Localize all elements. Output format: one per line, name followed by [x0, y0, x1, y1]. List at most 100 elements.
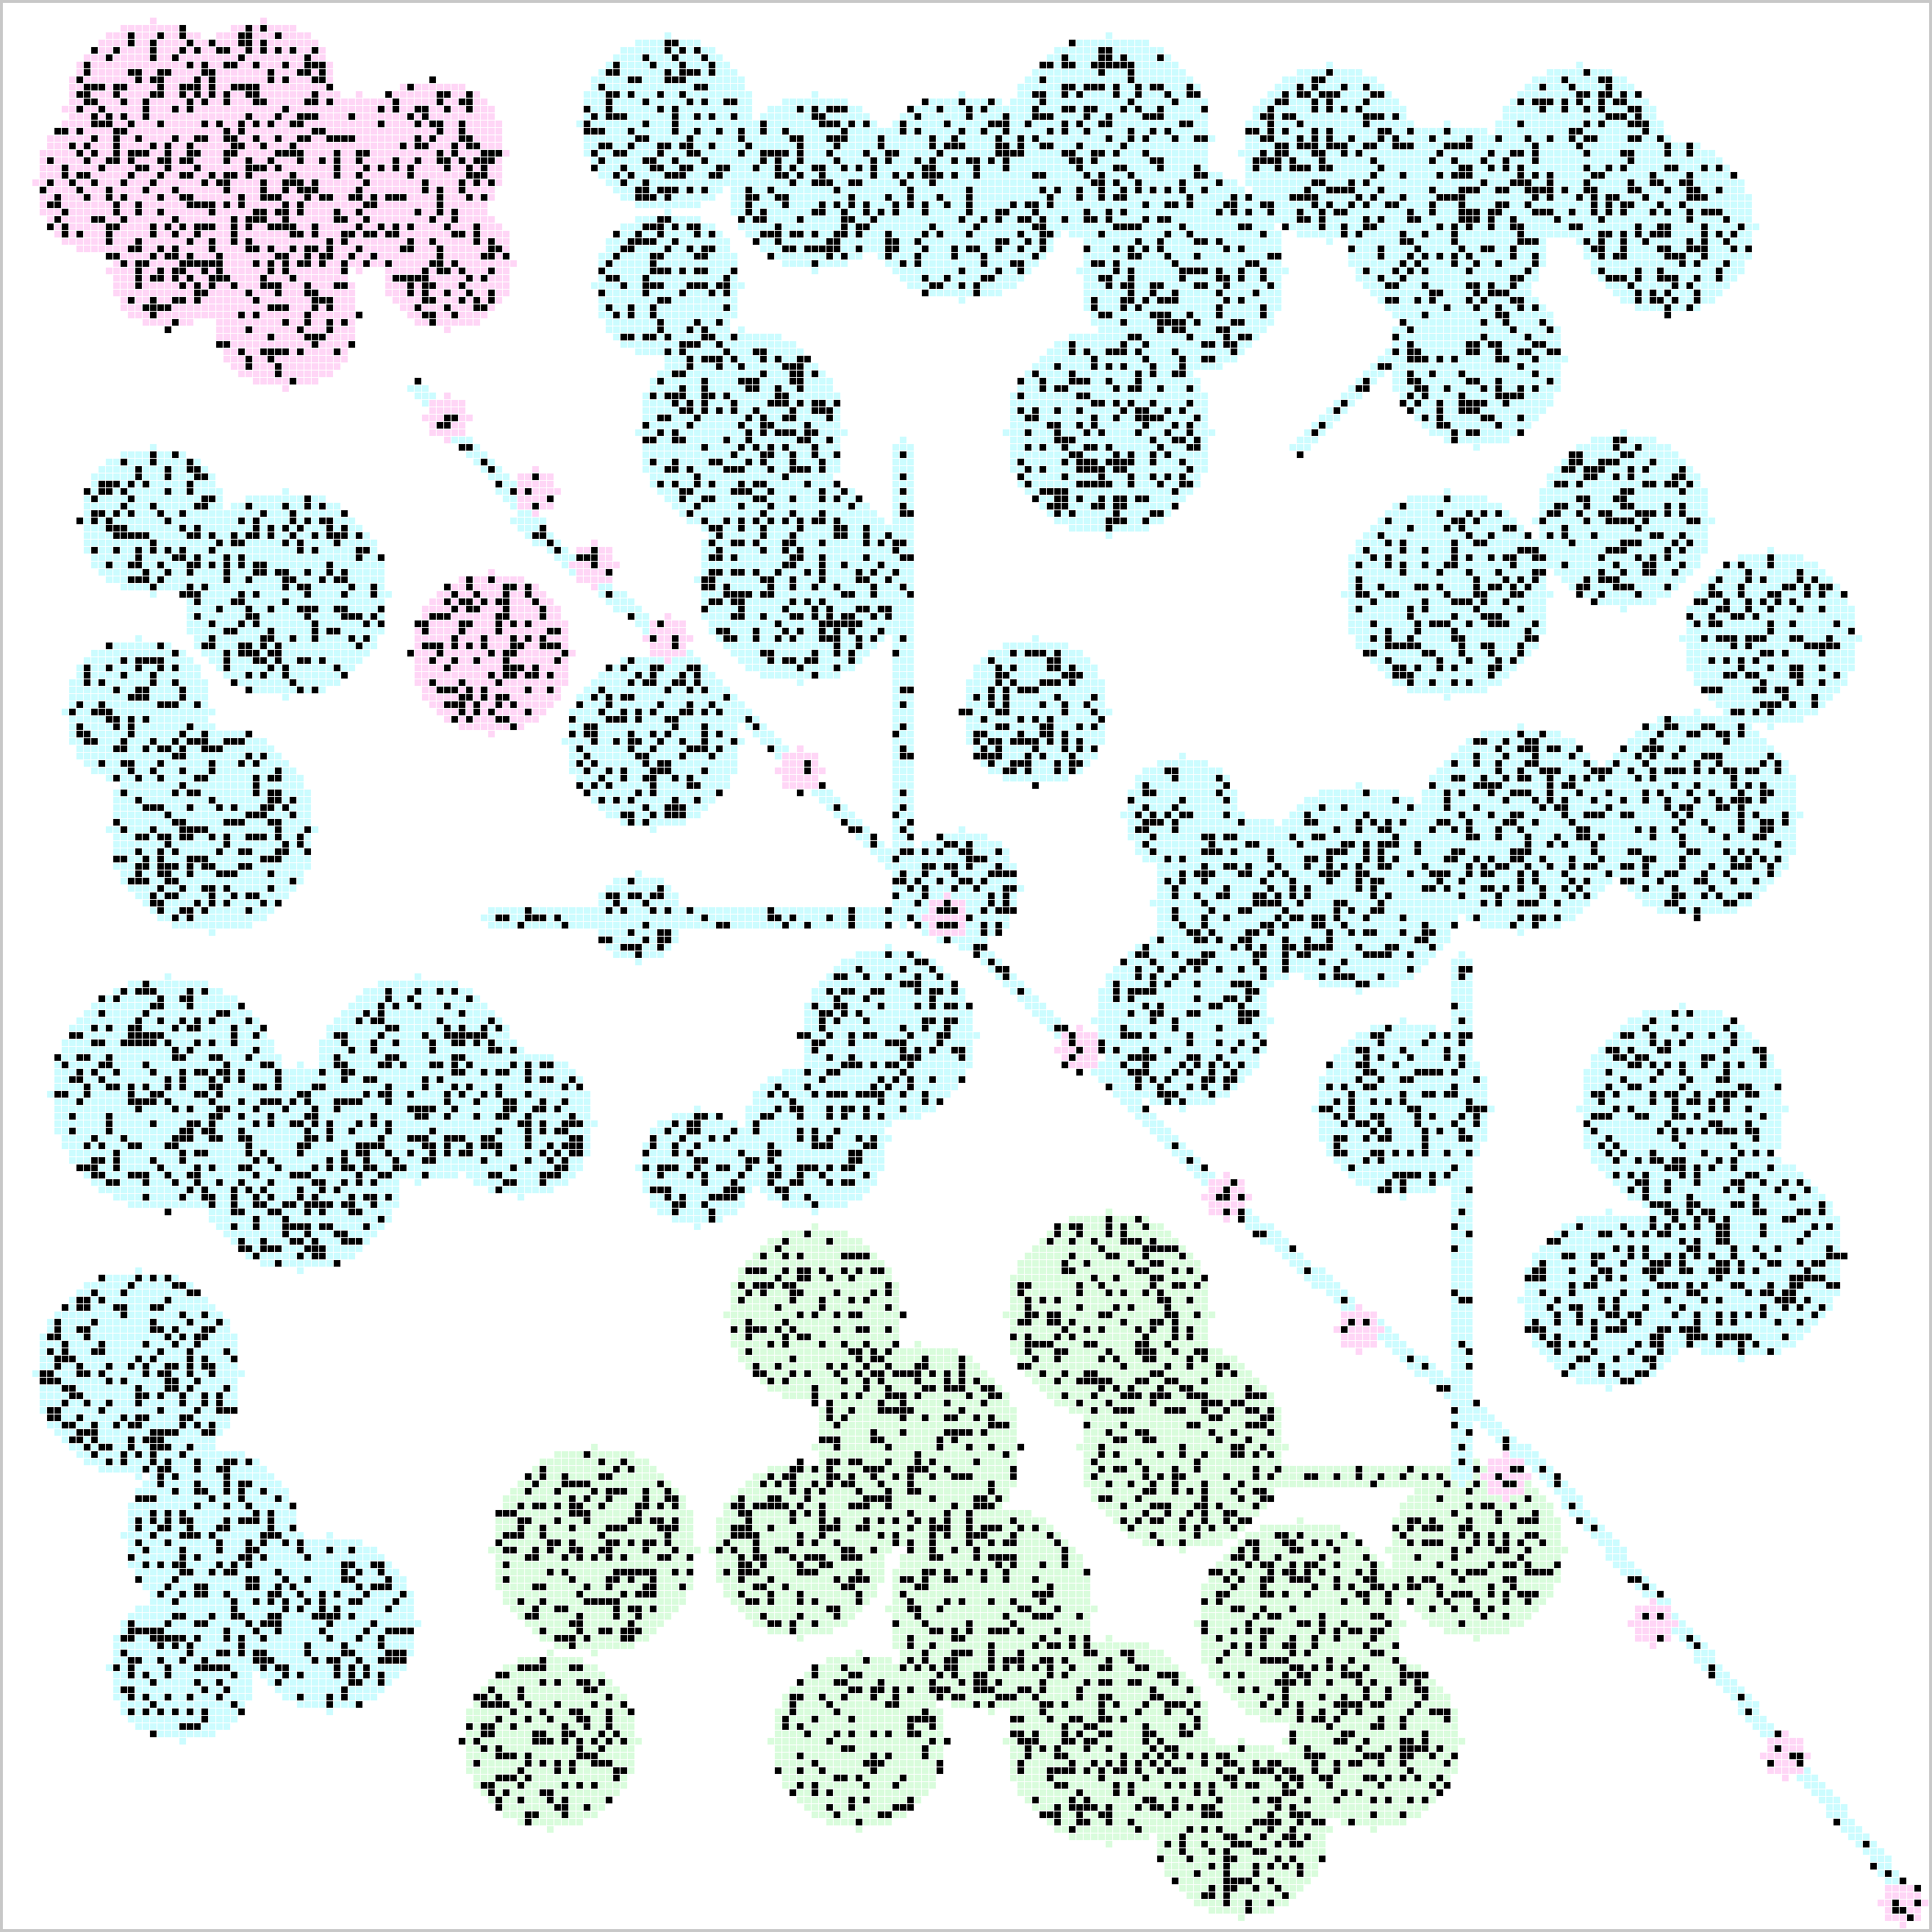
region-cell	[282, 69, 289, 76]
region-cell	[973, 187, 980, 193]
region-cell	[216, 223, 223, 230]
region-cell	[334, 231, 340, 237]
region-cell	[319, 113, 326, 120]
region-cell	[429, 165, 436, 171]
region-cell	[106, 165, 112, 171]
region-cell	[1194, 231, 1201, 237]
region-cell	[1194, 194, 1201, 201]
region-cell	[1672, 231, 1678, 237]
region-cell	[1334, 128, 1340, 135]
region-cell	[290, 40, 296, 46]
region-cell	[150, 209, 157, 215]
region-cell	[1267, 246, 1274, 252]
region-cell	[1172, 128, 1178, 135]
region-cell	[1444, 216, 1450, 223]
region-cell	[1370, 187, 1377, 193]
region-cell	[209, 179, 215, 186]
region-cell	[1495, 172, 1502, 179]
region-cell	[1003, 201, 1009, 208]
region-cell	[1128, 91, 1134, 98]
region-cell	[150, 18, 157, 24]
region-cell	[1584, 246, 1590, 252]
region-cell	[1025, 246, 1031, 252]
region-cell	[341, 172, 348, 179]
region-cell	[47, 143, 54, 149]
region-cell	[1503, 172, 1509, 179]
region-cell	[76, 201, 83, 208]
region-cell	[1319, 135, 1325, 142]
region-cell	[128, 194, 135, 201]
region-cell	[40, 165, 46, 171]
region-cell	[892, 194, 899, 201]
region-cell	[62, 106, 68, 112]
region-cell	[40, 194, 46, 201]
region-cell	[1010, 246, 1017, 252]
region-cell	[988, 143, 995, 149]
region-cell	[745, 157, 752, 164]
region-cell	[1613, 143, 1620, 149]
region-cell	[856, 106, 862, 112]
region-cell	[495, 179, 502, 186]
region-cell	[856, 150, 862, 157]
region-cell	[319, 84, 326, 90]
region-cell	[1370, 76, 1377, 83]
region-cell	[1054, 223, 1061, 230]
region-cell	[981, 194, 987, 201]
region-cell	[679, 128, 686, 135]
region-cell	[1267, 216, 1274, 223]
region-cell	[415, 172, 421, 179]
region-cell	[348, 187, 355, 193]
region-cell	[731, 187, 737, 193]
region-cell	[1040, 194, 1046, 201]
region-cell	[1003, 223, 1009, 230]
region-cell	[1172, 223, 1178, 230]
region-cell	[1047, 54, 1053, 61]
region-cell	[1378, 121, 1384, 127]
region-cell	[1650, 165, 1656, 171]
region-cell	[429, 231, 436, 237]
region-cell	[69, 187, 76, 193]
region-cell	[1106, 143, 1112, 149]
region-cell	[1694, 238, 1700, 245]
region-cell	[1062, 47, 1068, 54]
region-cell	[231, 157, 237, 164]
region-cell	[768, 121, 774, 127]
region-cell	[1561, 91, 1568, 98]
region-cell	[1157, 128, 1164, 135]
region-cell	[40, 201, 46, 208]
region-cell	[1385, 91, 1392, 98]
region-cell	[326, 150, 333, 157]
region-cell	[1267, 172, 1274, 179]
region-cell	[1054, 54, 1061, 61]
region-cell	[944, 99, 951, 105]
region-cell	[1650, 187, 1656, 193]
region-cell	[878, 231, 884, 237]
region-cell	[635, 62, 642, 68]
region-cell	[187, 128, 193, 135]
region-cell	[312, 201, 318, 208]
region-cell	[1488, 194, 1495, 201]
region-cell	[1554, 194, 1561, 201]
region-cell	[1532, 135, 1539, 142]
region-cell	[1289, 143, 1296, 149]
region-cell	[268, 54, 274, 61]
region-cell	[1444, 231, 1450, 237]
region-cell	[400, 99, 407, 105]
region-cell	[1385, 209, 1392, 215]
region-cell	[1157, 76, 1164, 83]
region-cell	[665, 128, 671, 135]
region-cell	[620, 91, 627, 98]
region-cell	[466, 238, 473, 245]
region-cell	[782, 231, 789, 237]
region-cell	[1385, 150, 1392, 157]
region-cell	[665, 231, 671, 237]
region-cell	[371, 165, 377, 171]
region-cell	[1400, 246, 1406, 252]
region-cell	[745, 121, 752, 127]
region-cell	[591, 157, 598, 164]
region-cell	[238, 76, 245, 83]
region-cell	[1319, 121, 1325, 127]
region-cell	[863, 143, 870, 149]
region-cell	[1635, 172, 1642, 179]
region-cell	[201, 194, 208, 201]
